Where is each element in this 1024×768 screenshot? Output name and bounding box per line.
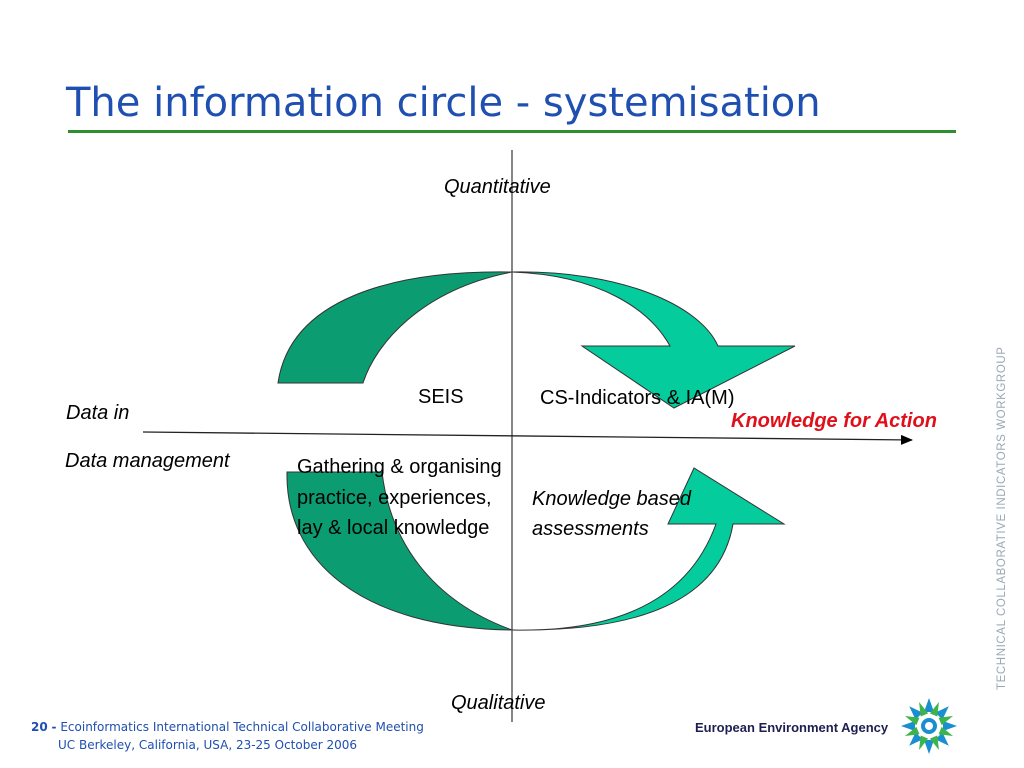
qualitative-label: Qualitative (451, 692, 546, 714)
data-management-label: Data management (65, 450, 230, 472)
footer: 20 - Ecoinformatics International Techni… (31, 718, 551, 754)
quantitative-label: Quantitative (444, 176, 551, 198)
cs-indicators-label: CS-Indicators & IA(M) (540, 387, 735, 409)
eea-sun-logo-icon (901, 698, 957, 754)
horizontal-arrow (142, 431, 913, 445)
upper-left-arc (277, 271, 513, 384)
slide-title: The information circle - systemisation (66, 80, 821, 126)
lower-right-arrow (511, 467, 786, 631)
eea-name: European Environment Agency (695, 720, 889, 735)
footer-meeting: Ecoinformatics International Technical C… (60, 720, 424, 734)
side-workgroup-text: TECHNICAL COLLABORATIVE INDICATORS WORKG… (996, 346, 1008, 690)
footer-location: UC Berkeley, California, USA, 23-25 Octo… (58, 738, 358, 752)
gathering-label: Gathering & organising practice, experie… (297, 456, 502, 539)
knowledge-for-action-label: Knowledge for Action (731, 410, 937, 432)
footer-separator: - (51, 720, 57, 734)
upper-right-arrow (511, 271, 796, 409)
data-in-label: Data in (66, 402, 130, 424)
page-number: 20 (31, 720, 48, 734)
seis-label: SEIS (418, 386, 464, 408)
title-underline (68, 130, 956, 133)
knowledge-based-assessments-label: Knowledge based assessments (532, 488, 692, 540)
